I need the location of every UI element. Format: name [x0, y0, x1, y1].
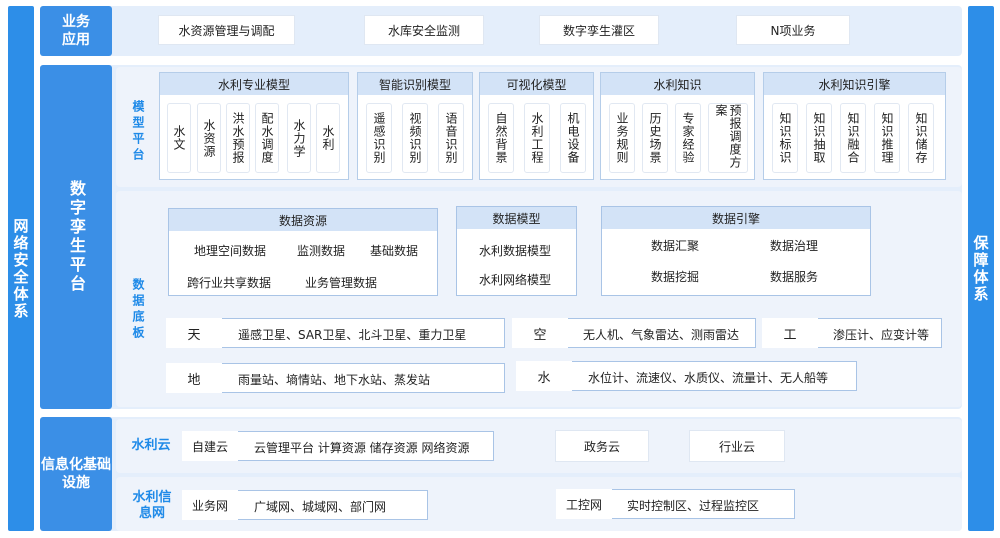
model-cell[interactable]: 知识融合	[840, 103, 866, 173]
model-cell[interactable]: 历史场景	[642, 103, 668, 173]
model-group-knowledge-engine: 水利知识引擎 知识标识 知识抽取 知识融合 知识推理 知识储存	[763, 72, 946, 180]
model-cell[interactable]: 语音识别	[438, 103, 464, 173]
data-resource-item[interactable]: 业务管理数据	[305, 276, 378, 290]
model-group-title: 水利专业模型	[160, 73, 348, 95]
model-group-visualization: 可视化模型 自然背景 水利工程 机电设备	[479, 72, 594, 180]
sensing-key: 天	[166, 318, 222, 348]
data-engine-box: 数据引擎 数据汇聚 数据治理 数据挖掘 数据服务	[601, 206, 871, 296]
data-engine-item[interactable]: 数据汇聚	[651, 239, 700, 253]
model-cell[interactable]: 配水调度	[255, 103, 279, 173]
model-cell[interactable]: 视频识别	[402, 103, 428, 173]
sensing-row-engineering: 渗压计、应变计等	[814, 318, 942, 348]
model-cell[interactable]: 业务规则	[609, 103, 635, 173]
model-cell[interactable]: 机电设备	[560, 103, 586, 173]
sensing-row-water: 水位计、流速仪、水质仪、流量计、无人船等	[569, 361, 857, 391]
data-resources-title: 数据资源	[169, 209, 437, 231]
model-cell[interactable]: 知识储存	[908, 103, 934, 173]
business-item[interactable]: 水资源管理与调配	[159, 16, 294, 44]
sensing-key: 地	[166, 363, 222, 393]
ctrl-network-key: 工控网	[556, 489, 612, 519]
model-group-hydraulic: 水利专业模型 水文 水资源 洪水预报 配水调度 水力学 水利	[159, 72, 349, 180]
data-resource-item[interactable]: 监测数据	[297, 244, 346, 258]
biz-network-key: 业务网	[182, 490, 238, 520]
ctrl-network-value: 实时控制区、过程监控区	[627, 499, 760, 513]
sensing-key: 工	[762, 318, 818, 348]
self-cloud-key: 自建云	[182, 431, 238, 461]
sensing-row-land: 雨量站、墒情站、地下水站、蒸发站	[219, 363, 505, 393]
model-cell[interactable]: 知识推理	[874, 103, 900, 173]
twin-label-tile: 数字孪生平台	[40, 65, 112, 409]
model-cell[interactable]: 专家经验	[675, 103, 701, 173]
business-item-label: 水库安全监测	[387, 23, 460, 38]
model-group-title: 智能识别模型	[358, 73, 472, 95]
self-cloud-value: 云管理平台 计算资源 储存资源 网络资源	[254, 441, 470, 455]
assurance-system-bar: 保障体系	[968, 6, 994, 531]
network-security-bar: 网络安全体系	[8, 6, 34, 531]
sensing-row-air: 无人机、气象雷达、测雨雷达	[564, 318, 756, 348]
model-cell[interactable]: 自然背景	[488, 103, 514, 173]
infra-label-tile: 信息化基础设施	[40, 417, 112, 531]
industry-cloud[interactable]: 行业云	[690, 431, 784, 461]
data-model-item[interactable]: 水利数据模型	[479, 244, 552, 258]
ctrl-network-box: 实时控制区、过程监控区	[607, 489, 795, 519]
sensing-value: 雨量站、墒情站、地下水站、蒸发站	[238, 373, 431, 387]
sensing-value: 水位计、流速仪、水质仪、流量计、无人船等	[588, 371, 829, 385]
model-cell[interactable]: 遥感识别	[366, 103, 392, 173]
sensing-row-sky: 遥感卫星、SAR卫星、北斗卫星、重力卫星	[219, 318, 505, 348]
sensing-key: 空	[512, 318, 568, 348]
data-engine-item[interactable]: 数据治理	[770, 239, 819, 253]
data-base-label: 数据底板	[131, 278, 145, 342]
model-cell[interactable]: 预报调度方案	[708, 103, 748, 173]
data-resource-item[interactable]: 地理空间数据	[194, 244, 267, 258]
model-cell[interactable]: 水资源	[197, 103, 221, 173]
data-model-item[interactable]: 水利网络模型	[479, 273, 552, 287]
biz-network-value: 广域网、城域网、部门网	[254, 500, 387, 514]
model-group-title: 水利知识	[601, 73, 754, 95]
model-cell[interactable]: 水利	[316, 103, 340, 173]
self-cloud-box: 云管理平台 计算资源 储存资源 网络资源	[234, 431, 494, 461]
data-engine-item[interactable]: 数据挖掘	[651, 270, 700, 284]
cloud-label: 水利云	[131, 438, 171, 453]
business-item-label: 数字孪生灌区	[562, 23, 635, 38]
network-label: 水利信息网	[132, 490, 172, 521]
data-resource-item[interactable]: 基础数据	[370, 244, 419, 258]
model-group-knowledge: 水利知识 业务规则 历史场景 专家经验 预报调度方案	[600, 72, 755, 180]
sensing-value: 渗压计、应变计等	[833, 328, 930, 342]
twin-label: 数字孪生平台	[67, 180, 86, 294]
gov-cloud[interactable]: 政务云	[556, 431, 648, 461]
biz-network-box: 广域网、城域网、部门网	[234, 490, 428, 520]
business-item-label: 水资源管理与调配	[178, 23, 275, 38]
assurance-system-label: 保障体系	[971, 234, 990, 303]
model-group-title: 水利知识引擎	[764, 73, 945, 95]
data-engine-title: 数据引擎	[602, 207, 870, 229]
model-group-recognition: 智能识别模型 遥感识别 视频识别 语音识别	[357, 72, 473, 180]
data-resources-box: 数据资源 地理空间数据 监测数据 基础数据 跨行业共享数据 业务管理数据	[168, 208, 438, 296]
infra-label: 信息化基础设施	[41, 457, 111, 491]
model-cell[interactable]: 知识标识	[772, 103, 798, 173]
model-cell[interactable]: 水力学	[287, 103, 311, 173]
model-cell[interactable]: 洪水预报	[226, 103, 250, 173]
model-group-title: 可视化模型	[480, 73, 593, 95]
data-model-box: 数据模型 水利数据模型 水利网络模型	[456, 206, 577, 296]
business-label-tile: 业务应用	[40, 6, 112, 56]
model-cell[interactable]: 水文	[167, 103, 191, 173]
sensing-value: 遥感卫星、SAR卫星、北斗卫星、重力卫星	[238, 328, 467, 342]
sensing-key: 水	[516, 361, 572, 391]
business-item[interactable]: 水库安全监测	[365, 16, 483, 44]
model-platform-label: 模型平台	[131, 100, 145, 164]
data-resource-item[interactable]: 跨行业共享数据	[187, 276, 272, 290]
model-cell[interactable]: 知识抽取	[806, 103, 832, 173]
network-security-label: 网络安全体系	[11, 217, 30, 320]
data-engine-item[interactable]: 数据服务	[770, 270, 819, 284]
data-model-title: 数据模型	[457, 207, 576, 229]
sensing-value: 无人机、气象雷达、测雨雷达	[583, 328, 740, 342]
business-label: 业务应用	[62, 14, 90, 48]
business-item[interactable]: N项业务	[737, 16, 849, 44]
business-item[interactable]: 数字孪生灌区	[540, 16, 658, 44]
model-cell[interactable]: 水利工程	[524, 103, 550, 173]
business-item-label: N项业务	[770, 23, 816, 38]
